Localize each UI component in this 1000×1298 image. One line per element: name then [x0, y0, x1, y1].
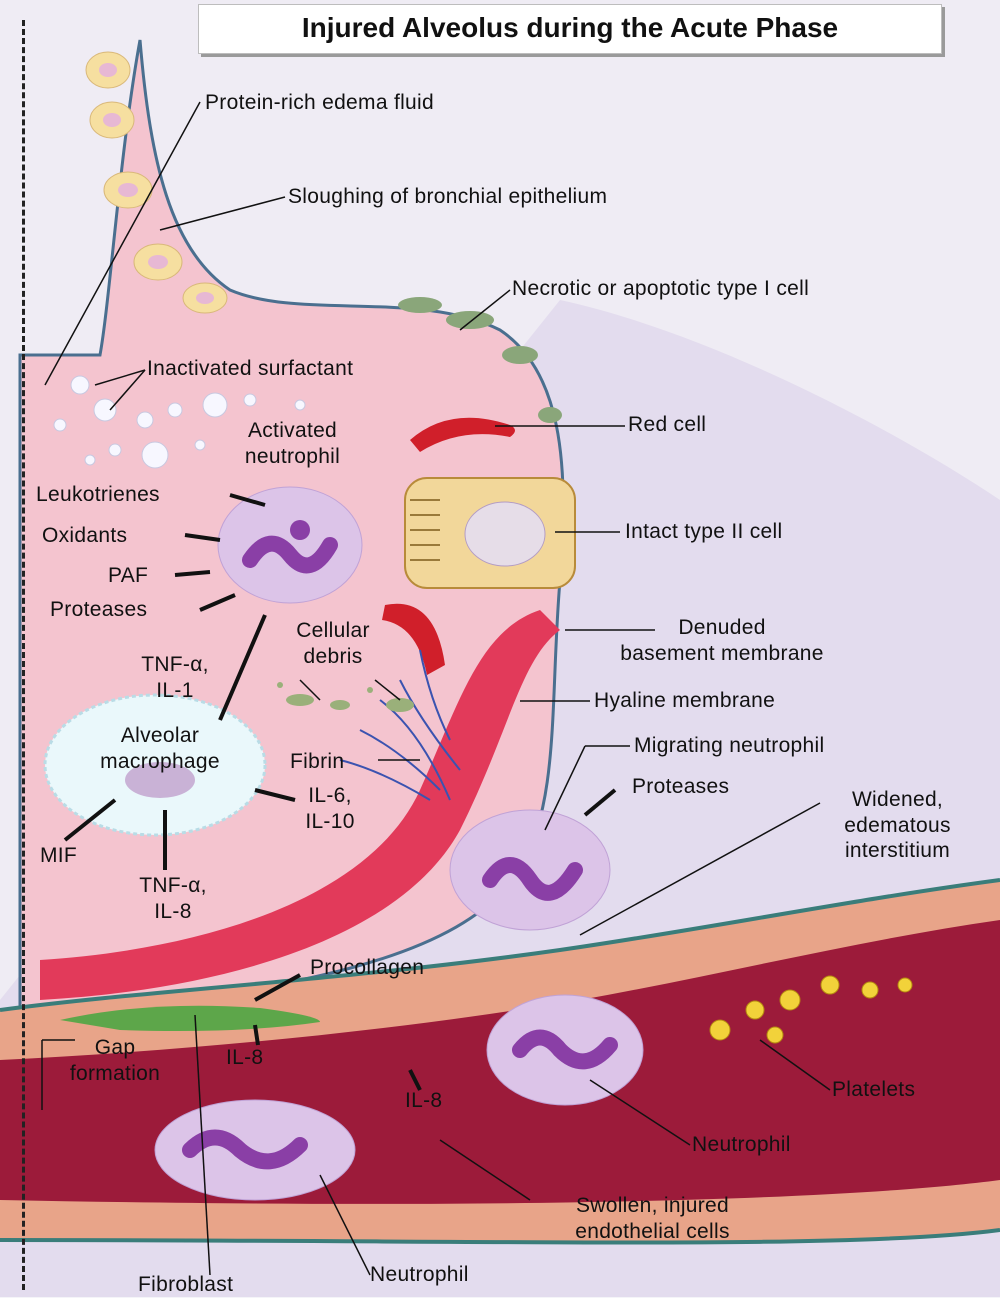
label-gap-formation: Gap formation — [40, 1035, 190, 1086]
label-tnf-il8-line1: TNF-α, — [118, 873, 228, 899]
label-cellular-debris-line2: debris — [268, 644, 398, 670]
type-ii-cell — [405, 478, 575, 588]
label-tnf-il8: TNF-α, IL-8 — [118, 873, 228, 924]
label-il6-il10-line2: IL-10 — [290, 809, 370, 835]
label-activated-neutrophil-line1: Activated — [225, 418, 360, 444]
activated-neutrophil — [218, 487, 362, 603]
label-alveolar-macrophage: Alveolar macrophage — [65, 723, 255, 774]
label-paf: PAF — [108, 563, 148, 589]
label-cellular-debris: Cellular debris — [268, 618, 398, 669]
label-cellular-debris-line1: Cellular — [268, 618, 398, 644]
label-il8-a: IL-8 — [226, 1045, 263, 1071]
label-protein-edema: Protein-rich edema fluid — [205, 90, 434, 116]
vessel-neutrophil — [487, 995, 643, 1105]
label-swollen-line2: endothelial cells — [520, 1219, 785, 1245]
label-neutrophil-vessel: Neutrophil — [692, 1132, 791, 1158]
label-widened-interstitium: Widened, edematous interstitium — [805, 787, 990, 864]
label-gap-line1: Gap — [40, 1035, 190, 1061]
label-widened-line2: edematous — [805, 813, 990, 839]
dashed-edge-line — [22, 20, 25, 1290]
label-denuded-line1: Denuded — [562, 615, 882, 641]
label-gap-line2: formation — [40, 1061, 190, 1087]
label-neutrophil-bottom: Neutrophil — [370, 1262, 469, 1288]
label-platelets: Platelets — [832, 1077, 915, 1103]
label-alveolar-macrophage-line1: Alveolar — [65, 723, 255, 749]
label-denuded-line2: basement membrane — [562, 641, 882, 667]
label-tnf-il1-line1: TNF-α, — [120, 652, 230, 678]
label-widened-line3: interstitium — [805, 838, 990, 864]
title-box: Injured Alveolus during the Acute Phase — [198, 4, 942, 54]
label-tnf-il1: TNF-α, IL-1 — [120, 652, 230, 703]
label-swollen-endothelial: Swollen, injured endothelial cells — [520, 1193, 785, 1244]
label-fibroblast: Fibroblast — [138, 1272, 233, 1298]
label-proteases-left: Proteases — [50, 597, 147, 623]
label-alveolar-macrophage-line2: macrophage — [65, 749, 255, 775]
label-fibrin: Fibrin — [290, 749, 344, 775]
label-il6-il10-line1: IL-6, — [290, 783, 370, 809]
label-mif: MIF — [40, 843, 77, 869]
label-red-cell: Red cell — [628, 412, 706, 438]
label-denuded: Denuded basement membrane — [562, 615, 882, 666]
label-swollen-line1: Swollen, injured — [520, 1193, 785, 1219]
label-procollagen: Procollagen — [310, 955, 424, 981]
label-tnf-il8-line2: IL-8 — [118, 899, 228, 925]
label-leukotrienes: Leukotrienes — [36, 482, 160, 508]
migrating-neutrophil — [450, 810, 610, 930]
label-intact-type-ii: Intact type II cell — [625, 519, 782, 545]
label-sloughing: Sloughing of bronchial epithelium — [288, 184, 607, 210]
label-widened-line1: Widened, — [805, 787, 990, 813]
label-proteases-right: Proteases — [632, 774, 729, 800]
label-hyaline: Hyaline membrane — [594, 688, 775, 714]
label-il6-il10: IL-6, IL-10 — [290, 783, 370, 834]
diagram-title: Injured Alveolus during the Acute Phase — [199, 5, 941, 51]
label-activated-neutrophil: Activated neutrophil — [225, 418, 360, 469]
label-necrotic: Necrotic or apoptotic type I cell — [512, 276, 809, 302]
label-migrating-neutrophil: Migrating neutrophil — [634, 733, 824, 759]
label-inactivated-surfactant: Inactivated surfactant — [147, 356, 353, 382]
label-tnf-il1-line2: IL-1 — [120, 678, 230, 704]
label-oxidants: Oxidants — [42, 523, 127, 549]
label-activated-neutrophil-line2: neutrophil — [225, 444, 360, 470]
label-il8-b: IL-8 — [405, 1088, 442, 1114]
